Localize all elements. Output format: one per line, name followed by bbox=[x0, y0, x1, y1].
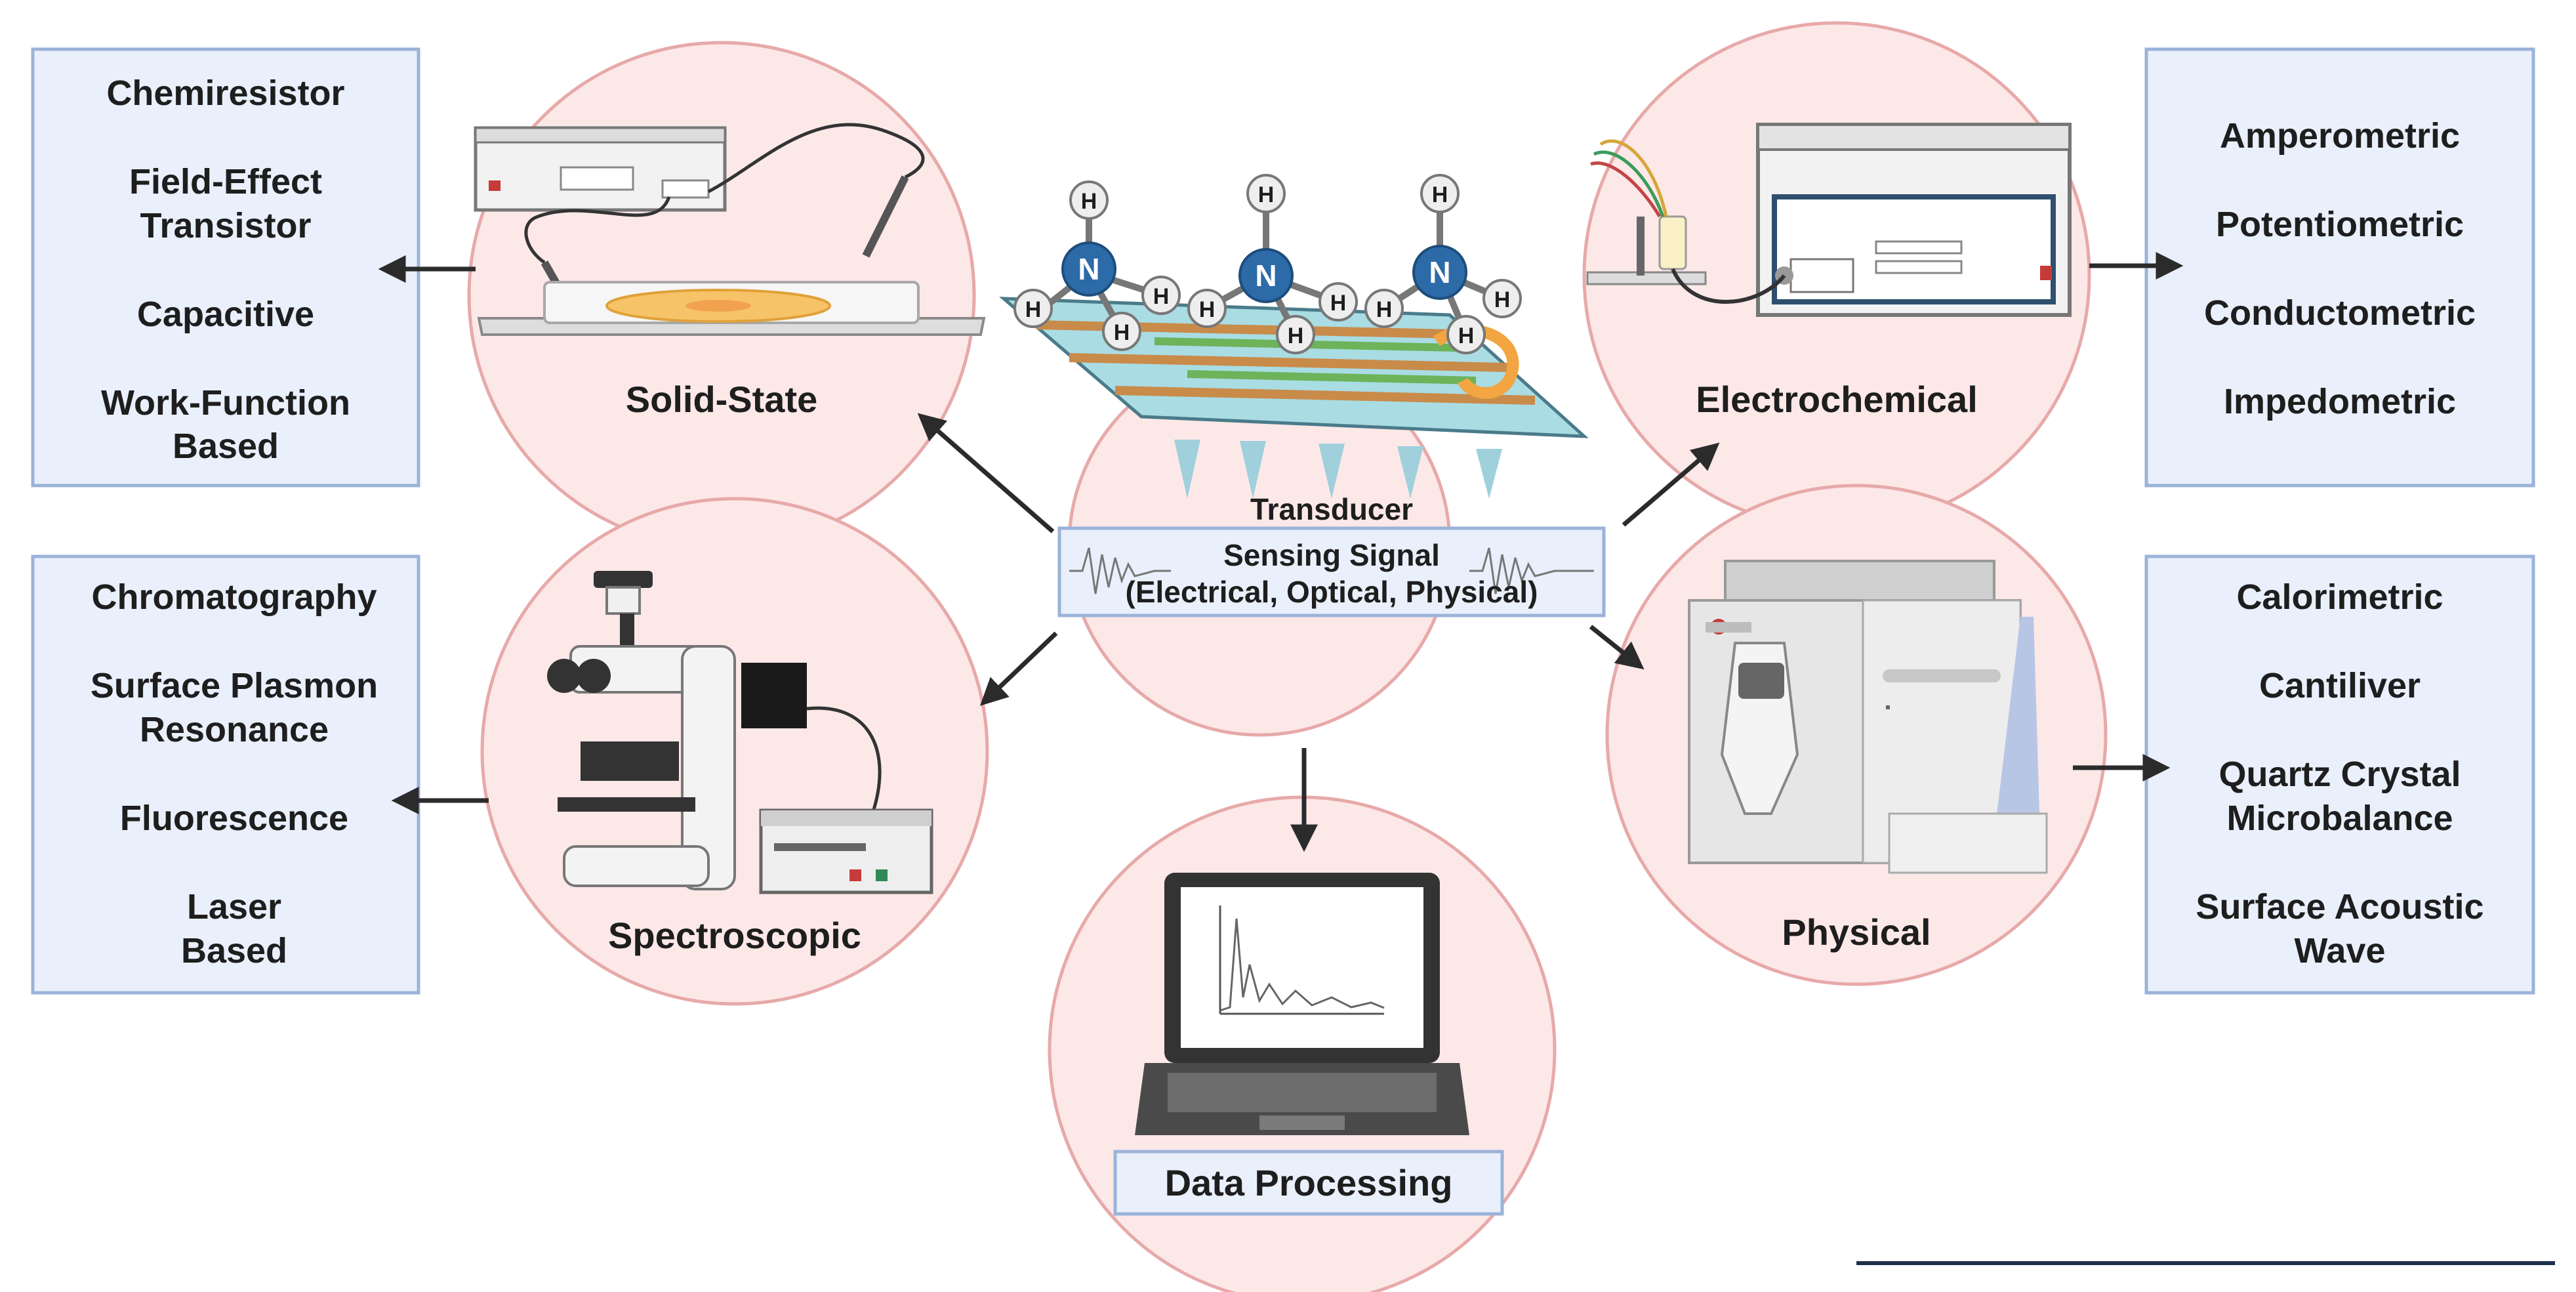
microscope-icon bbox=[547, 571, 933, 894]
left-bottom-box: Chromatography Surface Plasmon Resonance… bbox=[31, 554, 420, 995]
svg-text:N: N bbox=[1078, 252, 1099, 286]
box-line: Conductometric bbox=[2204, 293, 2476, 333]
arrow-to-spectroscopic bbox=[979, 631, 1058, 706]
svg-text:H: H bbox=[1258, 182, 1275, 207]
box-line: Transistor bbox=[140, 206, 311, 245]
hydrogen-atom: H bbox=[1364, 289, 1404, 328]
box-line: Surface Acoustic bbox=[2196, 887, 2484, 927]
box-line: Capacitive bbox=[137, 295, 314, 334]
physical-instrument-icon bbox=[1688, 560, 2048, 874]
svg-text:H: H bbox=[1432, 182, 1448, 207]
box-line: Chromatography bbox=[91, 577, 377, 617]
svg-text:H: H bbox=[1081, 189, 1097, 214]
solid-state-label: Solid-State bbox=[626, 379, 817, 420]
box-line: Quartz Crystal bbox=[2218, 755, 2461, 794]
svg-text:N: N bbox=[1429, 255, 1450, 289]
box-line: Work-Function bbox=[101, 383, 350, 423]
spectroscopic-label: Spectroscopic bbox=[608, 915, 861, 956]
signal-waveform-left bbox=[1069, 547, 1171, 594]
transducer-label: Transducer bbox=[1250, 492, 1413, 526]
box-line: Based bbox=[173, 427, 279, 466]
hydrogen-atom: H bbox=[1446, 315, 1486, 354]
signal-types-label: (Electrical, Optical, Physical) bbox=[1126, 575, 1538, 609]
data-processing-box bbox=[1113, 1150, 1504, 1216]
svg-text:H: H bbox=[1153, 284, 1170, 309]
svg-text:H: H bbox=[1376, 297, 1393, 322]
svg-text:H: H bbox=[1330, 291, 1347, 316]
hydrogen-atom: H bbox=[1187, 289, 1227, 328]
hydrogen-atom: H bbox=[1420, 174, 1460, 213]
physical-label: Physical bbox=[1782, 911, 1931, 953]
solid-state-instrument-icon bbox=[474, 123, 986, 336]
box-line: Amperometric bbox=[2220, 116, 2460, 156]
hydrogen-atom: H bbox=[1319, 282, 1358, 322]
right-bottom-box: Calorimetric Cantiliver Quartz Crystal M… bbox=[2144, 554, 2535, 995]
svg-text:H: H bbox=[1025, 297, 1042, 322]
hydrogen-atom: H bbox=[1013, 289, 1053, 328]
electrochemical-label: Electrochemical bbox=[1696, 379, 1978, 420]
box-line: Cantiliver bbox=[2259, 666, 2421, 705]
arrows bbox=[378, 252, 2184, 852]
hydrogen-atom: H bbox=[1246, 174, 1286, 213]
box-line: Potentiometric bbox=[2216, 205, 2464, 244]
spectrum-trace bbox=[1219, 918, 1385, 1012]
hydrogen-atom: H bbox=[1102, 312, 1141, 351]
nitrogen-atom: N bbox=[1412, 245, 1467, 300]
box-line: Calorimetric bbox=[2236, 577, 2443, 617]
box-line: Resonance bbox=[140, 710, 329, 749]
nitrogen-atom: N bbox=[1238, 248, 1294, 303]
box-line: Based bbox=[181, 931, 287, 970]
laptop-icon bbox=[1135, 873, 1469, 1135]
right-top-box: Amperometric Potentiometric Conductometr… bbox=[2144, 47, 2535, 488]
sensing-signal-label: Sensing Signal bbox=[1223, 538, 1440, 572]
box-line: Microbalance bbox=[2226, 799, 2453, 838]
hydrogen-atom: H bbox=[1141, 276, 1181, 315]
sensing-signal-box bbox=[1057, 526, 1606, 617]
left-top-box: Chemiresistor Field-Effect Transistor Ca… bbox=[31, 47, 420, 488]
svg-text:N: N bbox=[1255, 259, 1277, 293]
box-line: Fluorescence bbox=[120, 799, 348, 838]
arrow-to-physical bbox=[1589, 625, 1645, 670]
arrow-to-electrochemical bbox=[1622, 442, 1720, 527]
hydrogen-atom: H bbox=[1482, 279, 1522, 318]
box-line: Field-Effect bbox=[129, 162, 322, 201]
data-processing-label: Data Processing bbox=[1165, 1162, 1453, 1203]
box-line: Impedometric bbox=[2224, 382, 2456, 421]
hydrogen-atom: H bbox=[1276, 315, 1315, 354]
hydrogen-atom: H bbox=[1069, 180, 1109, 220]
svg-text:H: H bbox=[1114, 320, 1130, 345]
svg-text:H: H bbox=[1288, 323, 1304, 348]
box-line: Wave bbox=[2294, 931, 2385, 970]
box-line: Laser bbox=[187, 887, 281, 927]
svg-text:H: H bbox=[1199, 297, 1216, 322]
electrochemical-instrument-icon bbox=[1586, 123, 2072, 317]
box-line: Surface Plasmon bbox=[91, 666, 378, 705]
arrow-to-solid-state bbox=[917, 413, 1055, 533]
nitrogen-atom: N bbox=[1061, 241, 1116, 297]
svg-text:H: H bbox=[1494, 287, 1511, 312]
svg-text:H: H bbox=[1458, 323, 1475, 348]
box-line: Chemiresistor bbox=[106, 73, 344, 113]
signal-waveform-right bbox=[1469, 547, 1594, 594]
ammonia-molecules-icon: H H H H N H H H H N H H H H N bbox=[1013, 174, 1522, 354]
